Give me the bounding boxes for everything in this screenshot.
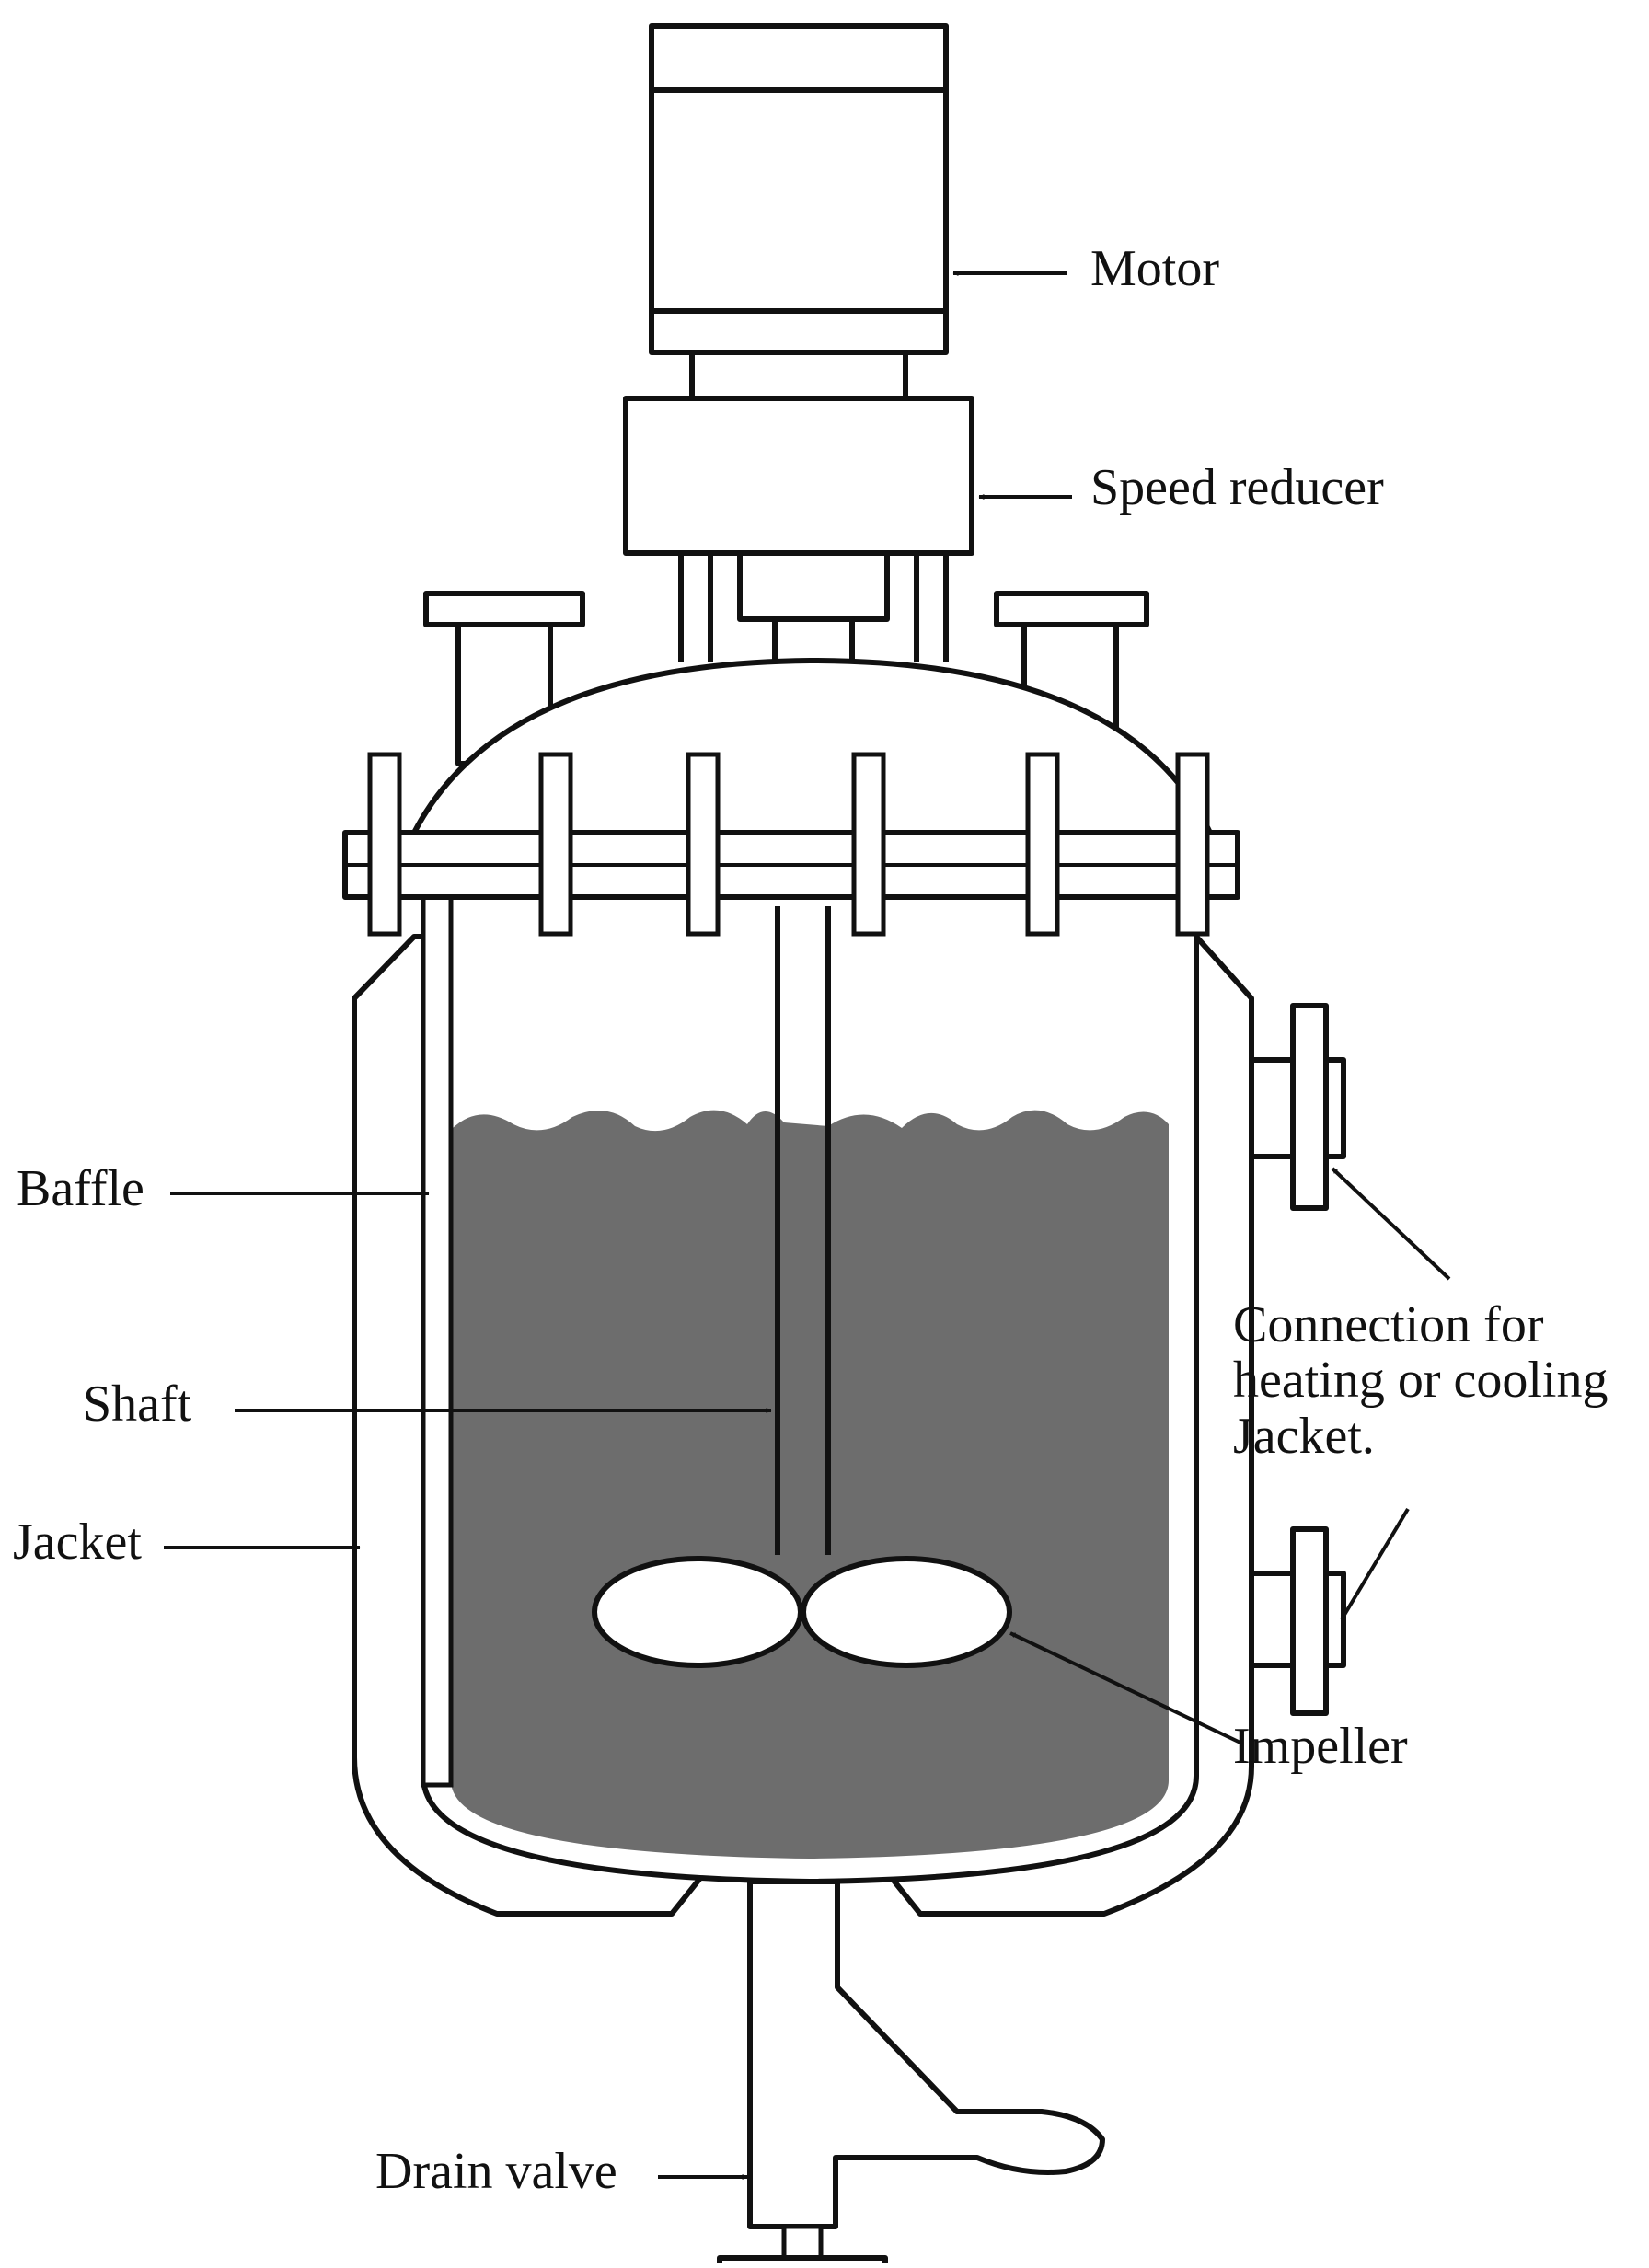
label-motor: Motor [1090,240,1219,297]
label-baffle: Baffle [17,1160,144,1217]
motor [649,23,949,355]
leader-arrows [164,271,1451,2180]
flange-bolts [367,752,1210,937]
baffle [421,894,454,1788]
drain-valve-handwheel [717,2255,888,2268]
label-jacket: Jacket [13,1514,142,1571]
arrow-impeller [1009,1631,1243,1745]
jacket-connection-lower [1249,1526,1346,1716]
impeller [592,1556,1012,1668]
arrow-connection-lower [1340,1507,1410,1621]
support-frame [678,553,949,662]
shaft [775,906,831,1555]
label-shaft: Shaft [83,1376,192,1433]
label-connection: Connection for heating or cooling Jacket… [1233,1296,1609,1465]
label-impeller: Impeller [1233,1718,1408,1775]
shaft-seal [772,616,855,664]
motor-coupling [689,350,908,401]
speed-reducer [623,396,974,556]
shaft-bearing [737,550,890,622]
dome-head [411,658,1213,835]
jacket-connection-upper [1249,1003,1346,1211]
drain-pipe [747,1879,1105,2229]
label-speed-reducer: Speed reducer [1090,459,1384,516]
label-drain-valve: Drain valve [375,2143,617,2200]
arrow-connection-upper [1331,1167,1451,1281]
liquid [451,1110,1169,1859]
